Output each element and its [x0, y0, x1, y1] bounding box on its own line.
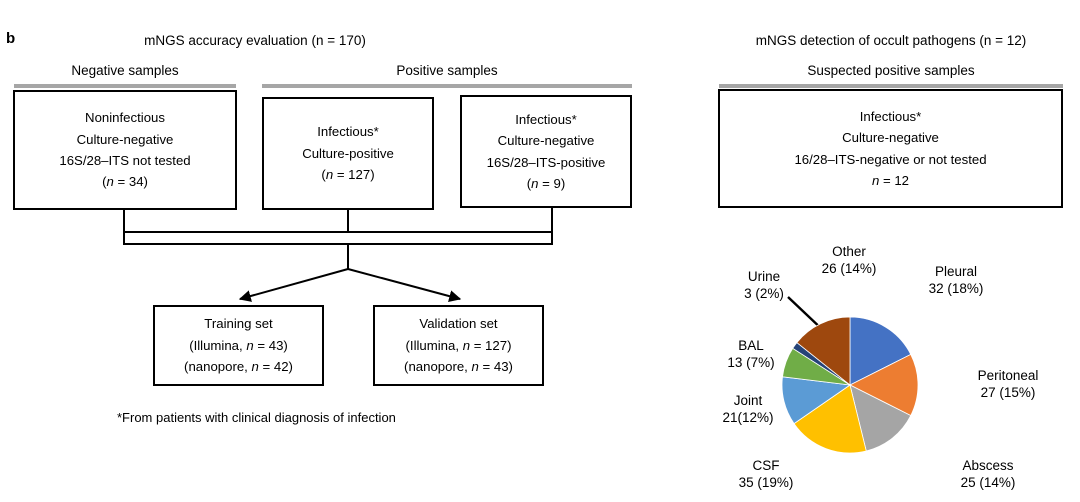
- pie-label-value: 21(12%): [722, 410, 774, 426]
- pie-label-csf: CSF 35 (19%): [716, 457, 816, 492]
- pie-label-name: CSF: [752, 458, 780, 473]
- pie-slice-pleural[interactable]: [849, 316, 912, 386]
- box-line: (n = 9): [526, 175, 566, 191]
- pie-label-name: Abscess: [962, 458, 1014, 473]
- box-line: Culture-positive: [302, 145, 394, 161]
- split-arrows: [238, 268, 462, 303]
- sample-type-pie-chart: Pleural 32 (18%) Peritoneal 27 (15%) Abs…: [698, 243, 1080, 502]
- box-line: Culture-negative: [842, 130, 939, 146]
- validation-set-box[interactable]: Validation set (Illumina, n = 127) (nano…: [373, 305, 544, 386]
- pie-slice-abscess[interactable]: [849, 384, 912, 452]
- pie-slice-peritoneal[interactable]: [849, 353, 919, 417]
- pie-label-abscess: Abscess 25 (14%): [933, 457, 1043, 492]
- group-label-suspected-positive: Suspected positive samples: [807, 63, 975, 78]
- box-line: 16S/28–ITS-positive: [486, 154, 606, 170]
- box-line: (nanopore, n = 43): [404, 359, 513, 375]
- connector-join-bar: [123, 231, 553, 233]
- connector-stub-box3: [551, 208, 553, 231]
- box-line: n = 12: [871, 172, 910, 188]
- pie-label-value: 25 (14%): [960, 475, 1016, 491]
- pie-label-pleural: Pleural 32 (18%): [896, 263, 1016, 298]
- pie-slice-csf[interactable]: [793, 384, 867, 454]
- box-line: Infectious*: [859, 108, 922, 124]
- box-line: 16S/28–ITS not tested: [59, 153, 191, 168]
- infectious-culture-positive-box[interactable]: Infectious* Culture-positive (n = 127): [262, 97, 434, 210]
- pie-label-peritoneal: Peritoneal 27 (15%): [948, 367, 1068, 402]
- box-line: (Illumina, n = 127): [405, 337, 512, 353]
- pie-label-name: Other: [832, 244, 866, 259]
- pie-label-name: Joint: [733, 393, 763, 408]
- pie-slice-other[interactable]: [796, 316, 851, 386]
- group-label-positive-samples: Positive samples: [396, 63, 498, 78]
- pie-label-bal: BAL 13 (7%): [706, 337, 796, 372]
- box-line: (nanopore, n = 42): [184, 359, 293, 375]
- connector-riser-right: [551, 231, 553, 244]
- pie-label-other: Other 26 (14%): [794, 243, 904, 278]
- connector-stub-box2: [347, 210, 349, 231]
- pie-label-value: 27 (15%): [980, 385, 1036, 401]
- pie-label-name: Urine: [747, 269, 781, 284]
- noninfectious-box[interactable]: Noninfectious Culture-negative 16S/28–IT…: [13, 90, 237, 210]
- box-line: Noninfectious: [85, 110, 165, 126]
- infectious-culture-negative-box[interactable]: Infectious* Culture-negative 16S/28–ITS-…: [460, 95, 632, 208]
- connector-center-descent: [347, 243, 349, 269]
- box-line: 16/28–ITS-negative or not tested: [794, 151, 987, 167]
- box-line: (Illumina, n = 43): [189, 337, 288, 353]
- gray-rule-negative: [14, 84, 236, 88]
- box-line: (n = 127): [321, 167, 375, 183]
- box-line: Culture-negative: [76, 131, 174, 147]
- pie-label-value: 32 (18%): [928, 281, 984, 297]
- box-line: (n = 34): [102, 174, 148, 190]
- connector-riser-left: [123, 231, 125, 244]
- panel-letter: b: [6, 30, 16, 47]
- pie-label-name: BAL: [738, 338, 764, 353]
- group-label-negative-samples: Negative samples: [71, 63, 179, 78]
- pie-label-value: 13 (7%): [727, 355, 775, 371]
- box-line: Validation set: [419, 316, 498, 332]
- gray-rule-positive: [262, 84, 632, 88]
- pie-label-urine: Urine 3 (2%): [719, 268, 809, 303]
- box-line: Culture-negative: [497, 133, 595, 149]
- occult-pathogen-box[interactable]: Infectious* Culture-negative 16/28–ITS-n…: [718, 89, 1063, 208]
- training-set-box[interactable]: Training set (Illumina, n = 43) (nanopor…: [153, 305, 324, 386]
- box-line: Infectious*: [515, 111, 577, 127]
- gray-rule-suspected: [719, 84, 1063, 88]
- footnote-text: *From patients with clinical diagnosis o…: [117, 410, 396, 425]
- right-section-title: mNGS detection of occult pathogens (n = …: [755, 33, 1027, 48]
- connector-join-bar-lower: [123, 243, 553, 245]
- pie-label-name: Peritoneal: [977, 368, 1039, 383]
- pie-svg: [781, 296, 919, 454]
- pie-label-value: 35 (19%): [738, 475, 794, 491]
- box-line: Training set: [204, 316, 273, 332]
- left-section-title: mNGS accuracy evaluation (n = 170): [144, 33, 366, 48]
- pie-label-name: Pleural: [934, 264, 978, 279]
- pie-slices: [781, 316, 919, 454]
- pie-label-joint: Joint 21(12%): [698, 392, 798, 427]
- connector-stub-box1: [123, 210, 125, 231]
- pie-label-value: 26 (14%): [821, 261, 877, 277]
- box-line: Infectious*: [317, 124, 379, 140]
- pie-label-value: 3 (2%): [744, 286, 784, 302]
